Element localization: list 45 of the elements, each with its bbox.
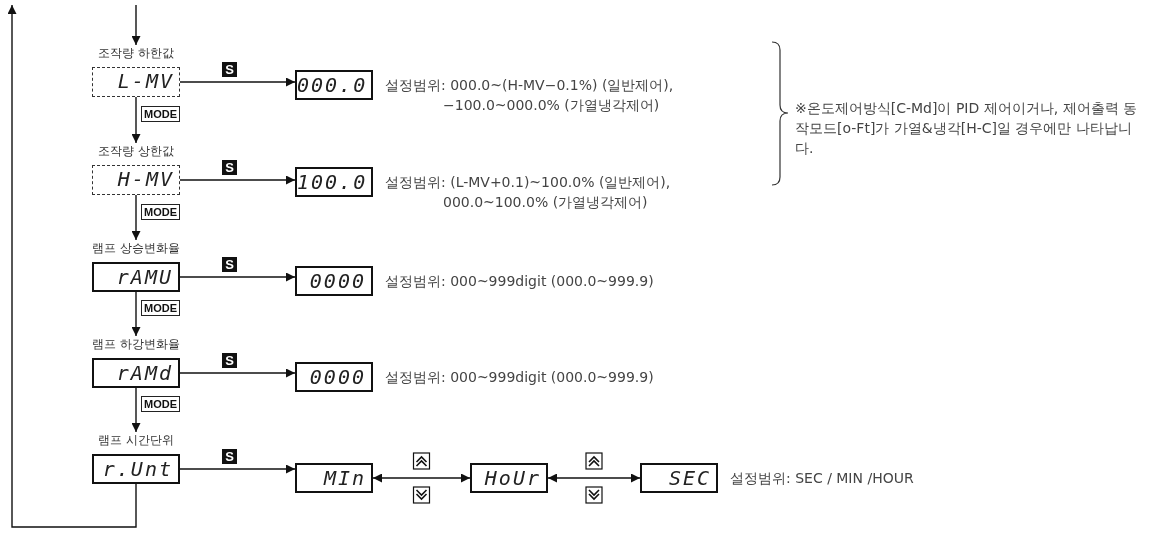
arrow [131,4,141,46]
segment-display: rAMd [92,358,180,388]
arrow [179,464,296,474]
arrow [131,291,141,337]
arrow [7,4,137,528]
segment-display: SEC [640,463,718,493]
key-label: S [222,257,237,272]
arrow [547,473,641,483]
parameter-name: 조작량 하한값 [98,45,174,61]
parameter-name: 램프 시간단위 [98,432,174,448]
arrow [179,175,296,185]
key-label: S [222,353,237,368]
segment-display: 0000 [295,266,373,296]
segment-display: 0000 [295,362,373,392]
arrow [131,194,141,241]
setting-range-text: 설정범위: (L-MV+0.1)~100.0% (일반제어), 000.0~100.0% (가열냉각제어) [385,173,672,212]
key-label: MODE [141,203,180,220]
key-label: MODE [141,300,180,316]
parameter-name: 램프 상승변화율 [92,240,180,256]
setting-range-text: 설정범위: 000~999digit (000.0~999.9) [385,368,655,387]
note-text: ※온도제어방식[C-Md]이 PID 제어이거나, 제어출력 동작모드[o-Ft]가 가열&냉각[H-C]일 경우에만 나타납니다. [795,99,1139,158]
setting-range-text: 설정범위: 000~999digit (000.0~999.9) [385,272,655,291]
segment-display: HoUr [470,463,548,493]
arrow [179,77,296,87]
arrow [131,96,141,144]
setting-range-text: 설정범위: SEC / MIN /HOUR [730,469,915,488]
arrow [131,387,141,433]
setting-range-text: 설정범위: 000.0~(H-MV−0.1%) (일반제어), −100.0~000.0% (가열냉각제어) [385,76,675,115]
segment-display: r.Unt [92,454,180,484]
key-label: MODE [141,396,180,412]
arrow [179,272,296,282]
arrow [372,473,471,483]
segment-display: H-MV [92,165,180,195]
key-label: S [222,160,237,175]
segment-display: MIn [295,463,373,493]
segment-display: L-MV [92,67,180,97]
segment-display: 100.0 [295,167,373,197]
key-label: MODE [141,106,180,122]
parameter-name: 램프 하강변화율 [92,336,180,352]
segment-display: 000.0 [295,70,373,100]
key-label: S [222,62,237,77]
segment-display: rAMU [92,262,180,292]
key-label: S [222,449,237,464]
parameter-name: 조작량 상한값 [98,143,174,159]
arrow [179,368,296,378]
